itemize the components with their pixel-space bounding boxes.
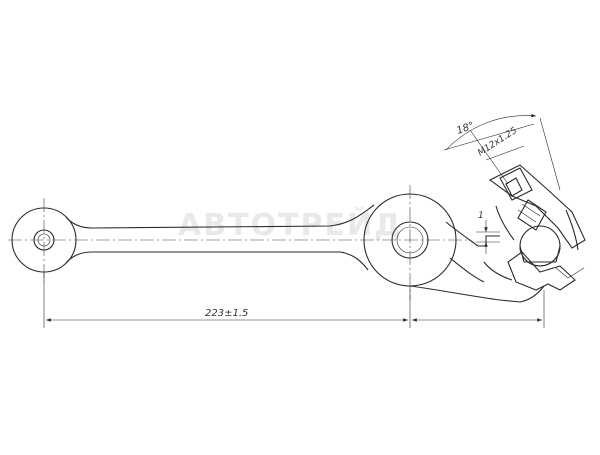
main-dimension-label: 223±1.5 — [205, 308, 248, 319]
thread-label: M12x1.25 — [476, 126, 519, 159]
thread-callout: 18° M12x1.25 — [443, 113, 561, 191]
watermark-text: АВТОТРЕЙД — [178, 207, 403, 243]
angle-label: 18° — [455, 120, 475, 136]
arm-body — [65, 204, 375, 271]
offset-label: 1 — [478, 211, 484, 221]
ball-joint-section — [488, 164, 586, 291]
offset-dimension: 1 — [476, 211, 500, 254]
main-dimension: 223±1.5 — [43, 272, 545, 328]
